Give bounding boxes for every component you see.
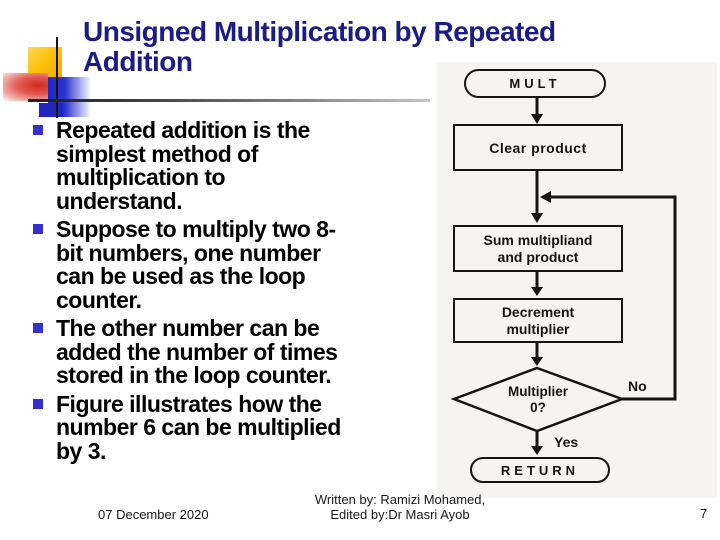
bullet-square-icon [33,224,43,234]
bullet-square-icon [33,323,43,333]
decor-blue-small-square [39,103,63,117]
flowchart-node-decrement: Decrement multiplier [453,298,623,343]
node-label: Sum multipliand and product [484,232,593,266]
bullet-line: can be used as the loop [56,263,306,289]
arrowheads [531,114,551,455]
bullet-list: Repeated addition is the simplest method… [33,117,403,468]
bullet-item: Figure illustrates how the number 6 can … [33,390,403,464]
footer-credit: Written by: Ramizi Mohamed, Edited by:Dr… [250,492,550,522]
flowchart-node-start: MULT [464,69,606,98]
bullet-line: bit numbers, one number [56,239,321,266]
bullet-line: understand. [56,187,183,214]
bullet-text: Suppose to multiply two 8- bit numbers, … [56,216,336,313]
bullet-square-icon [33,398,43,409]
flowchart-node-sum: Sum multipliand and product [453,225,623,272]
flowchart-node-decision-label: Multiplier 0? [492,384,584,416]
footer-date: 07 December 2020 [98,507,209,522]
flowchart-figure: MULT Clear product Sum multipliand and p… [437,62,717,498]
node-label: RETURN [500,462,580,478]
bullet-line: Suppose to multiply two 8- [56,216,336,242]
bullet-text: The other number can be added the number… [56,315,338,388]
flowchart-connectors [450,98,677,455]
bullet-square-icon [33,125,43,135]
footer-credit-line: Written by: Ramizi Mohamed, [314,492,486,507]
bullet-line: Repeated addition is the [56,117,310,143]
title-underline [28,99,430,102]
footer-credit-line: Edited by:Dr Masri Ayob [330,507,470,522]
bullet-line: Figure illustrates how the [56,390,322,417]
bullet-line: simplest method of [56,140,258,167]
node-label-line: and product [497,248,579,265]
node-label-line: Sum multipliand [483,231,593,248]
bullet-text: Repeated addition is the simplest method… [56,117,310,214]
edge-label-yes: Yes [554,434,579,450]
node-label: Clear product [489,139,587,156]
page-number: 7 [700,506,708,521]
bullet-line: number 6 can be multiplied [56,414,341,440]
node-label-line: Decrement [501,303,575,320]
bullet-item: Repeated addition is the simplest method… [33,117,403,214]
decor-red-square [3,73,48,101]
page-title: Unsigned Multiplication by Repeated Addi… [83,16,556,77]
bullet-text: Figure illustrates how the number 6 can … [56,390,341,464]
bullet-line: added the number of times [56,338,338,365]
bullet-line: multiplication to [56,164,226,190]
flowchart-node-return: RETURN [470,457,610,483]
node-label-line: multiplier [506,320,570,337]
bullet-line: The other number can be [56,315,320,341]
flowchart-node-clear-product: Clear product [453,124,623,171]
node-label-line: Multiplier [508,384,568,399]
bullet-line: by 3. [56,437,106,464]
node-label-line: 0? [530,400,546,415]
decision-diamond [450,366,626,433]
node-label: MULT [509,76,561,91]
bullet-item: The other number can be added the number… [33,315,403,388]
bullet-line: stored in the loop counter. [56,362,332,388]
edge-label-no: No [628,378,647,394]
node-label: Decrement multiplier [502,304,574,338]
bullet-line: counter. [56,286,142,313]
bullet-item: Suppose to multiply two 8- bit numbers, … [33,216,403,313]
decor-vertical-line [56,37,58,118]
